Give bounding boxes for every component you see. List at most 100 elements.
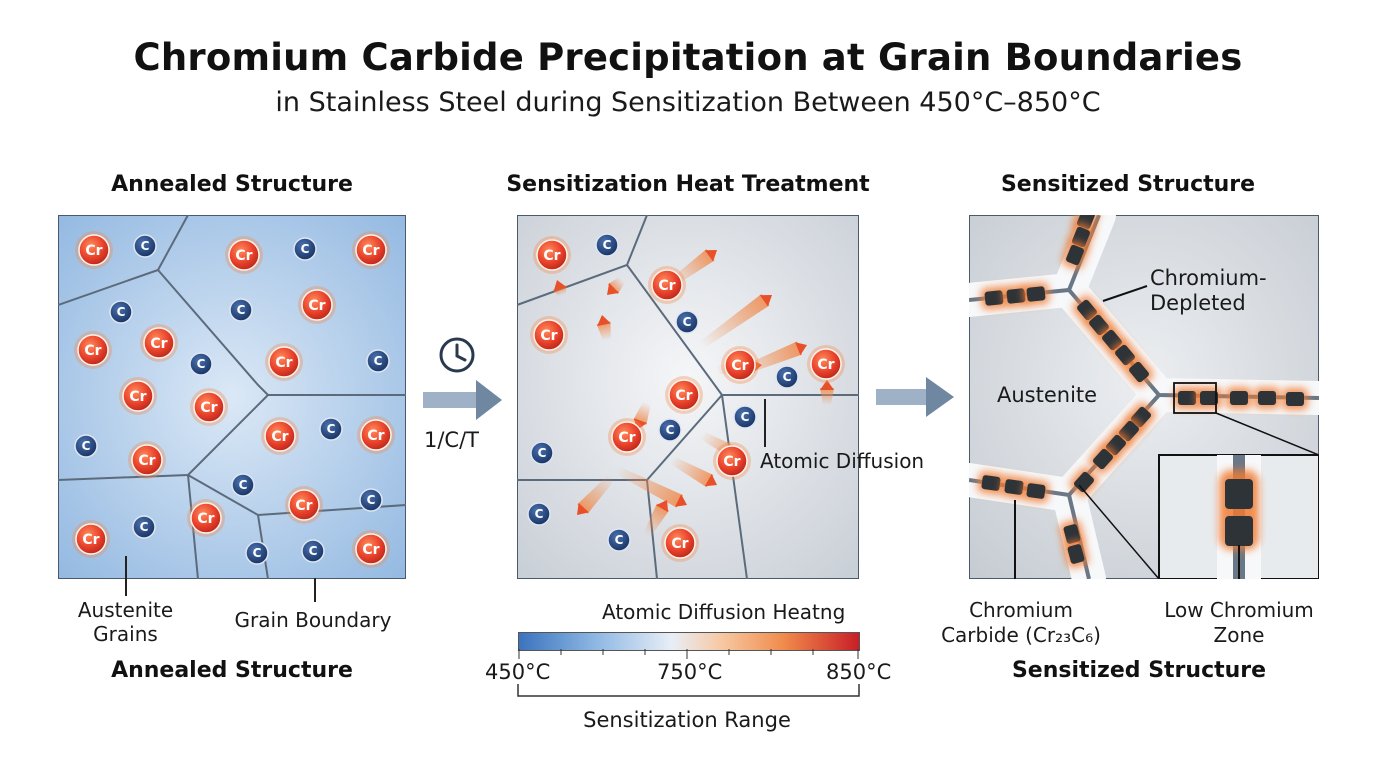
zoom-line-bottom bbox=[1078, 484, 1160, 579]
grain-boundaries bbox=[58, 215, 406, 579]
carbon-atom: C bbox=[366, 349, 390, 373]
annealed-background bbox=[58, 215, 406, 579]
svg-text:Cr: Cr bbox=[543, 248, 560, 264]
chromium-atom: Cr bbox=[261, 417, 299, 455]
svg-text:C: C bbox=[253, 546, 262, 560]
chromium-atom: Cr bbox=[721, 346, 759, 384]
zoom-selection-box bbox=[1173, 382, 1217, 414]
carbide-particle bbox=[1124, 357, 1154, 387]
carbide-particle bbox=[1282, 388, 1308, 410]
range-bracket bbox=[517, 684, 860, 697]
svg-text:Cr: Cr bbox=[82, 532, 99, 548]
inset-carbide-bottom bbox=[1225, 516, 1253, 546]
grain-boundary-leader bbox=[314, 578, 316, 602]
diffusion-arrow bbox=[820, 380, 834, 405]
carbon-atom: C bbox=[231, 473, 255, 497]
svg-text:Cr: Cr bbox=[308, 298, 325, 314]
chromium-atom: Cr bbox=[140, 324, 178, 362]
carbon-atom: C bbox=[595, 233, 619, 257]
carbon-atom: C bbox=[775, 365, 799, 389]
chromium-atom: Cr bbox=[713, 442, 751, 480]
tick-850: 850°C bbox=[826, 660, 892, 684]
svg-text:Cr: Cr bbox=[271, 429, 288, 445]
carbon-atom: C bbox=[319, 417, 343, 441]
chromium-atom: Cr bbox=[608, 418, 646, 456]
svg-text:C: C bbox=[683, 315, 692, 329]
svg-text:C: C bbox=[615, 533, 624, 547]
chromium-atom: Cr bbox=[119, 377, 157, 415]
svg-text:C: C bbox=[237, 303, 246, 317]
sensitization-range-label: Sensitization Range bbox=[583, 708, 791, 732]
diffusion-arrow bbox=[670, 456, 717, 488]
svg-text:Cr: Cr bbox=[295, 498, 312, 514]
carbon-atom: C bbox=[74, 434, 98, 458]
carbon-atom: C bbox=[733, 405, 757, 429]
svg-text:Cr: Cr bbox=[275, 355, 292, 371]
carbon-atom: C bbox=[530, 441, 554, 465]
svg-text:C: C bbox=[666, 423, 675, 437]
chromium-atom: Cr bbox=[72, 520, 110, 558]
svg-text:Cr: Cr bbox=[84, 343, 101, 359]
diffusion-arrow bbox=[615, 466, 688, 508]
svg-text:C: C bbox=[301, 242, 310, 256]
carbon-atom: C bbox=[229, 298, 253, 322]
svg-text:Cr: Cr bbox=[723, 454, 740, 470]
chromium-atom: Cr bbox=[533, 236, 571, 274]
carbon-atom: C bbox=[245, 541, 269, 565]
svg-text:Cr: Cr bbox=[85, 243, 102, 259]
chromium-atom: Cr bbox=[225, 236, 263, 274]
chromium-atom: Cr bbox=[648, 266, 686, 304]
carbon-atom: C bbox=[359, 488, 383, 512]
tick-450: 450°C bbox=[485, 660, 551, 684]
carbon-atom: C bbox=[109, 300, 133, 324]
carbon-atom: C bbox=[607, 528, 631, 552]
diffusion-arrow bbox=[596, 314, 611, 341]
diffusion-arrow bbox=[643, 500, 670, 537]
svg-text:C: C bbox=[374, 354, 383, 368]
carbide-particle bbox=[977, 471, 1005, 495]
diffusion-arrow bbox=[577, 474, 615, 516]
chromium-atom: Cr bbox=[187, 499, 225, 537]
chromium-atom: Cr bbox=[661, 524, 699, 562]
carbon-atom: C bbox=[133, 234, 157, 258]
panel-title-sensitized: Sensitized Structure bbox=[1000, 172, 1256, 197]
carbide-particle bbox=[1088, 444, 1118, 474]
svg-text:Cr: Cr bbox=[197, 511, 214, 527]
diagram-title: Chromium Carbide Precipitation at Grain … bbox=[133, 36, 1243, 79]
austenite-grains-label: Austenite Grains bbox=[77, 598, 174, 646]
diffusion-arrow bbox=[669, 249, 718, 287]
chromium-atom: Cr bbox=[352, 530, 390, 568]
atomic-diffusion-label: Atomic Diffusion bbox=[760, 449, 925, 473]
svg-text:Cr: Cr bbox=[731, 358, 748, 374]
chromium-atom: Cr bbox=[352, 231, 390, 269]
svg-text:Cr: Cr bbox=[540, 328, 557, 344]
svg-text:Cr: Cr bbox=[150, 336, 167, 352]
chromium-atom: Cr bbox=[530, 316, 568, 354]
carbon-atom: C bbox=[189, 352, 213, 376]
carbide-particle bbox=[980, 286, 1008, 310]
svg-text:C: C bbox=[538, 446, 547, 460]
depleted-leader bbox=[1102, 285, 1148, 302]
svg-text:Cr: Cr bbox=[675, 388, 692, 404]
colorbar-ticks bbox=[518, 649, 859, 659]
carbide-particle bbox=[1254, 387, 1280, 409]
carbide-particle bbox=[1061, 240, 1089, 270]
svg-text:Cr: Cr bbox=[138, 453, 155, 469]
chromium-atom: Cr bbox=[298, 286, 336, 324]
diagram-subtitle: in Stainless Steel during Sensitization … bbox=[275, 87, 1101, 118]
carbide-particle bbox=[1022, 282, 1050, 306]
svg-text:C: C bbox=[741, 410, 750, 424]
low-chromium-inset bbox=[1158, 454, 1319, 579]
panel-title-annealed: Annealed Structure bbox=[111, 172, 353, 197]
svg-text:Cr: Cr bbox=[817, 357, 834, 373]
carbon-atom: C bbox=[675, 310, 699, 334]
annealed-footer: Annealed Structure bbox=[111, 658, 353, 683]
colorbar-title: Atomic Diffusion Heatng bbox=[602, 600, 846, 624]
svg-text:C: C bbox=[535, 507, 544, 521]
svg-text:C: C bbox=[309, 544, 318, 558]
carbide-particle bbox=[1000, 475, 1028, 499]
svg-text:Cr: Cr bbox=[671, 536, 688, 552]
sensitized-structure-panel bbox=[969, 215, 1319, 579]
carbon-atom: C bbox=[293, 237, 317, 261]
